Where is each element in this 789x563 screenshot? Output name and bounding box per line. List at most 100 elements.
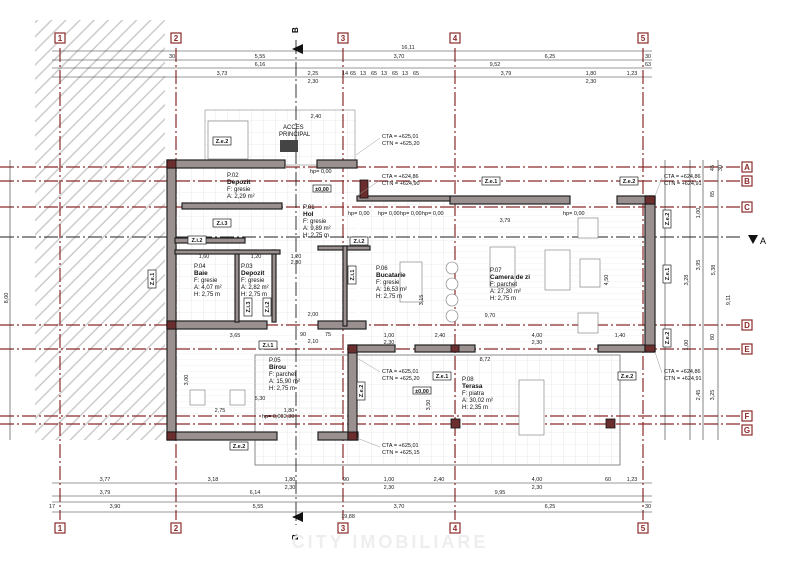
- svg-text:2,40: 2,40: [434, 477, 445, 483]
- svg-text:2,30: 2,30: [384, 340, 395, 346]
- svg-text:1,20: 1,20: [251, 254, 262, 260]
- svg-text:1,00: 1,00: [696, 208, 702, 219]
- axis-labels-right: A B C D E F G: [741, 161, 753, 436]
- svg-text:P.03: P.03: [241, 264, 253, 270]
- svg-text:30: 30: [169, 54, 175, 60]
- svg-text:75: 75: [325, 332, 331, 338]
- svg-text:H: 2,75 m: H: 2,75 m: [376, 294, 402, 300]
- svg-text:1,23: 1,23: [627, 71, 638, 77]
- svg-text:80: 80: [710, 334, 716, 340]
- svg-text:Depozit: Depozit: [227, 179, 251, 186]
- svg-text:H: 2,75 m: H: 2,75 m: [241, 292, 267, 298]
- svg-text:CTA = +625,01: CTA = +625,01: [382, 134, 419, 140]
- svg-text:2,25: 2,25: [308, 71, 319, 77]
- svg-text:F: parchet: F: parchet: [490, 282, 517, 288]
- svg-text:2,30: 2,30: [384, 485, 395, 491]
- svg-text:B: B: [744, 177, 750, 186]
- svg-text:60: 60: [605, 477, 611, 483]
- svg-text:Z.e.2: Z.e.2: [233, 444, 246, 450]
- svg-text:P.08: P.08: [462, 377, 474, 383]
- svg-text:F: gresie: F: gresie: [241, 278, 265, 284]
- axis-labels-top: 1 2 3 4 5: [54, 32, 649, 44]
- svg-text:H: 2,75 m: H: 2,75 m: [269, 386, 295, 392]
- svg-text:4: 4: [453, 524, 458, 533]
- svg-text:3,77: 3,77: [100, 477, 111, 483]
- svg-text:30: 30: [645, 54, 651, 60]
- svg-text:A: 4,07 m²: A: 4,07 m²: [194, 285, 222, 291]
- svg-text:Z.i.3: Z.i.3: [246, 301, 252, 312]
- svg-text:CTN = +625,20: CTN = +625,20: [382, 141, 420, 147]
- svg-text:Baie: Baie: [194, 270, 208, 277]
- svg-text:CTN = +624,91: CTN = +624,91: [664, 181, 702, 187]
- room-p06-bucatarie: P.06 Bucatarie F: gresie A: 16,53 m² H: …: [376, 266, 407, 300]
- svg-text:Hol: Hol: [303, 211, 314, 218]
- svg-text:1: 1: [58, 34, 63, 43]
- dimensions-right: 45 30 85 1,00 3,95 5,38 9,11 3,28 80 1,0…: [664, 160, 732, 440]
- svg-text:5,55: 5,55: [253, 504, 264, 510]
- svg-text:4: 4: [453, 34, 458, 43]
- svg-text:Z.e.2: Z.e.2: [621, 374, 634, 380]
- svg-text:Z.i.3: Z.i.3: [216, 221, 227, 227]
- svg-text:Z.i.1: Z.i.1: [350, 269, 356, 280]
- svg-text:2,40: 2,40: [435, 333, 446, 339]
- svg-text:hp= 0,00: hp= 0,00: [400, 211, 422, 217]
- svg-text:5,38: 5,38: [711, 265, 717, 276]
- svg-text:P.06: P.06: [376, 266, 388, 272]
- svg-text:Z.i.2: Z.i.2: [191, 238, 202, 244]
- svg-text:3,90: 3,90: [110, 504, 121, 510]
- svg-text:Z.i.2: Z.i.2: [353, 239, 364, 245]
- svg-text:30: 30: [718, 165, 724, 171]
- svg-text:1,20: 1,20: [291, 254, 302, 260]
- svg-text:F: F: [745, 412, 750, 421]
- svg-text:CTA = +624,86: CTA = +624,86: [664, 174, 701, 180]
- svg-text:3,65: 3,65: [230, 333, 241, 339]
- svg-text:2,10: 2,10: [308, 339, 319, 345]
- svg-text:3,18: 3,18: [208, 477, 219, 483]
- svg-text:CTA = +624,86: CTA = +624,86: [382, 174, 419, 180]
- svg-text:3,25: 3,25: [710, 390, 716, 401]
- svg-text:CTN = +624,90: CTN = +624,90: [382, 181, 420, 187]
- svg-text:3,00: 3,00: [184, 375, 190, 386]
- svg-text:3,70: 3,70: [394, 54, 405, 60]
- entrance-label: ACCES: [283, 125, 304, 131]
- section-mark-b-bottom: B: [291, 512, 303, 540]
- svg-text:F: gresie: F: gresie: [376, 280, 400, 286]
- svg-text:65: 65: [350, 71, 356, 77]
- svg-text:1,80: 1,80: [284, 408, 295, 414]
- svg-text:3: 3: [341, 524, 346, 533]
- svg-text:6,14: 6,14: [250, 490, 261, 496]
- svg-text:Terasa: Terasa: [462, 383, 483, 390]
- svg-text:P.02: P.02: [227, 173, 239, 179]
- svg-text:45: 45: [710, 165, 716, 171]
- svg-text:P.07: P.07: [490, 268, 502, 274]
- svg-text:A: 2,29 m²: A: 2,29 m²: [227, 194, 255, 200]
- svg-text:C: C: [744, 203, 750, 212]
- svg-text:A: A: [744, 163, 750, 172]
- svg-text:5: 5: [641, 524, 646, 533]
- svg-text:Z.e.1: Z.e.1: [150, 273, 156, 286]
- entrance-label: PRINCIPAL: [279, 132, 311, 138]
- svg-text:2,30: 2,30: [285, 485, 296, 491]
- svg-text:3,95: 3,95: [696, 260, 702, 271]
- room-p01-hol: P.01 Hol F: gresie A: 9,89 m² H: 2,75 m: [303, 205, 331, 239]
- svg-text:2,30: 2,30: [291, 260, 302, 266]
- room-p07-camera-de-zi: P.07 Camera de zi F: parchet A: 27,30 m²…: [490, 268, 530, 302]
- svg-text:Z.i.1: Z.i.1: [262, 343, 273, 349]
- svg-text:2,30: 2,30: [284, 414, 295, 420]
- svg-text:A: 30,02 m²: A: 30,02 m²: [462, 398, 493, 404]
- svg-text:H: 2,35 m: H: 2,35 m: [462, 405, 488, 411]
- svg-text:2,30: 2,30: [532, 485, 543, 491]
- svg-text:1,00: 1,00: [384, 333, 395, 339]
- svg-text:A: 9,89 m²: A: 9,89 m²: [303, 226, 331, 232]
- svg-text:B: B: [291, 534, 300, 540]
- svg-text:hp= 0,00: hp= 0,00: [563, 211, 585, 217]
- svg-text:13: 13: [360, 71, 366, 77]
- svg-text:F: gresie: F: gresie: [194, 278, 218, 284]
- svg-text:19,88: 19,88: [341, 514, 355, 520]
- svg-text:17: 17: [49, 504, 55, 510]
- svg-text:1,00: 1,00: [684, 340, 690, 351]
- watermark: CITY IMOBILIARE: [292, 532, 489, 552]
- svg-text:2,30: 2,30: [532, 340, 543, 346]
- svg-text:13: 13: [402, 71, 408, 77]
